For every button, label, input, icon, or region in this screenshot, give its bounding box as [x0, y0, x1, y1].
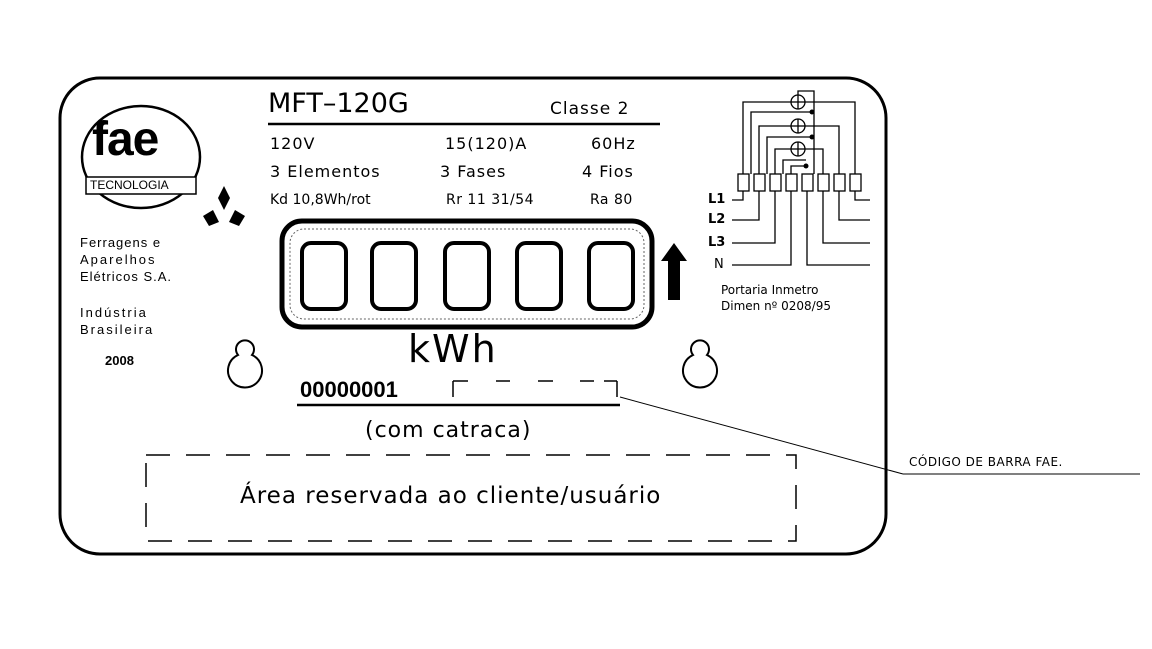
- wiring-label-l1: L1: [708, 192, 726, 207]
- digit-3: 0: [445, 243, 489, 309]
- voltage-label: 120V: [270, 134, 316, 153]
- mount-hole-right: [682, 339, 718, 389]
- company-line-2: Aparelhos: [80, 252, 157, 267]
- frequency-label: 60Hz: [591, 134, 636, 153]
- serial-number: 00000001: [300, 377, 398, 402]
- ratchet-note: (com catraca): [365, 418, 532, 443]
- digit-2: 0: [372, 243, 416, 309]
- rotation-arrow: [661, 243, 687, 300]
- digit-window: [279, 218, 655, 330]
- nameplate-border: [58, 76, 888, 556]
- wiring-dots: [803, 109, 815, 169]
- company-line-1: Ferragens e: [80, 235, 162, 250]
- portaria-line-1: Portaria Inmetro: [721, 283, 819, 297]
- wires-label: 4 Fios: [582, 162, 634, 181]
- current-label: 15(120)A: [445, 134, 528, 153]
- digit-4: 0: [517, 243, 561, 309]
- diamonds-logo: [203, 186, 245, 226]
- year-label: 2008: [105, 353, 134, 368]
- digit-1: 0: [302, 243, 346, 309]
- logo-text: fae: [92, 113, 159, 166]
- wiring-label-l2: L2: [708, 212, 726, 227]
- portaria-line-2: Dimen nº 0208/95: [721, 299, 831, 313]
- customer-area-label: Área reservada ao cliente/usuário: [240, 483, 662, 509]
- rr-label: Rr 11 31/54: [446, 192, 535, 208]
- kd-label: Kd 10,8Wh/rot: [270, 192, 371, 208]
- logo-subtitle-box: [85, 176, 197, 195]
- elements-label: 3 Elementos: [270, 162, 381, 181]
- wiring-label-n: N: [714, 257, 724, 272]
- logo-subtitle: TECNOLOGIA: [90, 178, 169, 192]
- phases-label: 3 Fases: [440, 162, 507, 181]
- class-label: Classe 2: [550, 99, 630, 119]
- customer-area-box: [145, 454, 797, 542]
- company-line-5: Brasileira: [80, 322, 155, 337]
- digit-boxes: [300, 241, 635, 311]
- callout-leader: [619, 396, 904, 475]
- wiring-label-l3: L3: [708, 235, 726, 250]
- callout-label: CÓDIGO DE BARRA FAE.: [909, 455, 1063, 469]
- wiring-diagram: [732, 90, 870, 266]
- unit-label: kWh: [408, 327, 498, 371]
- barcode-placeholder: [452, 380, 618, 397]
- ra-label: Ra 80: [590, 192, 633, 208]
- digit-5: 0: [589, 243, 633, 309]
- company-line-4: Indústria: [80, 305, 148, 320]
- model-label: MFT–120G: [268, 88, 409, 119]
- logo-oval: [80, 104, 202, 210]
- mount-hole-left: [227, 339, 263, 389]
- company-line-3: Elétricos S.A.: [80, 269, 173, 284]
